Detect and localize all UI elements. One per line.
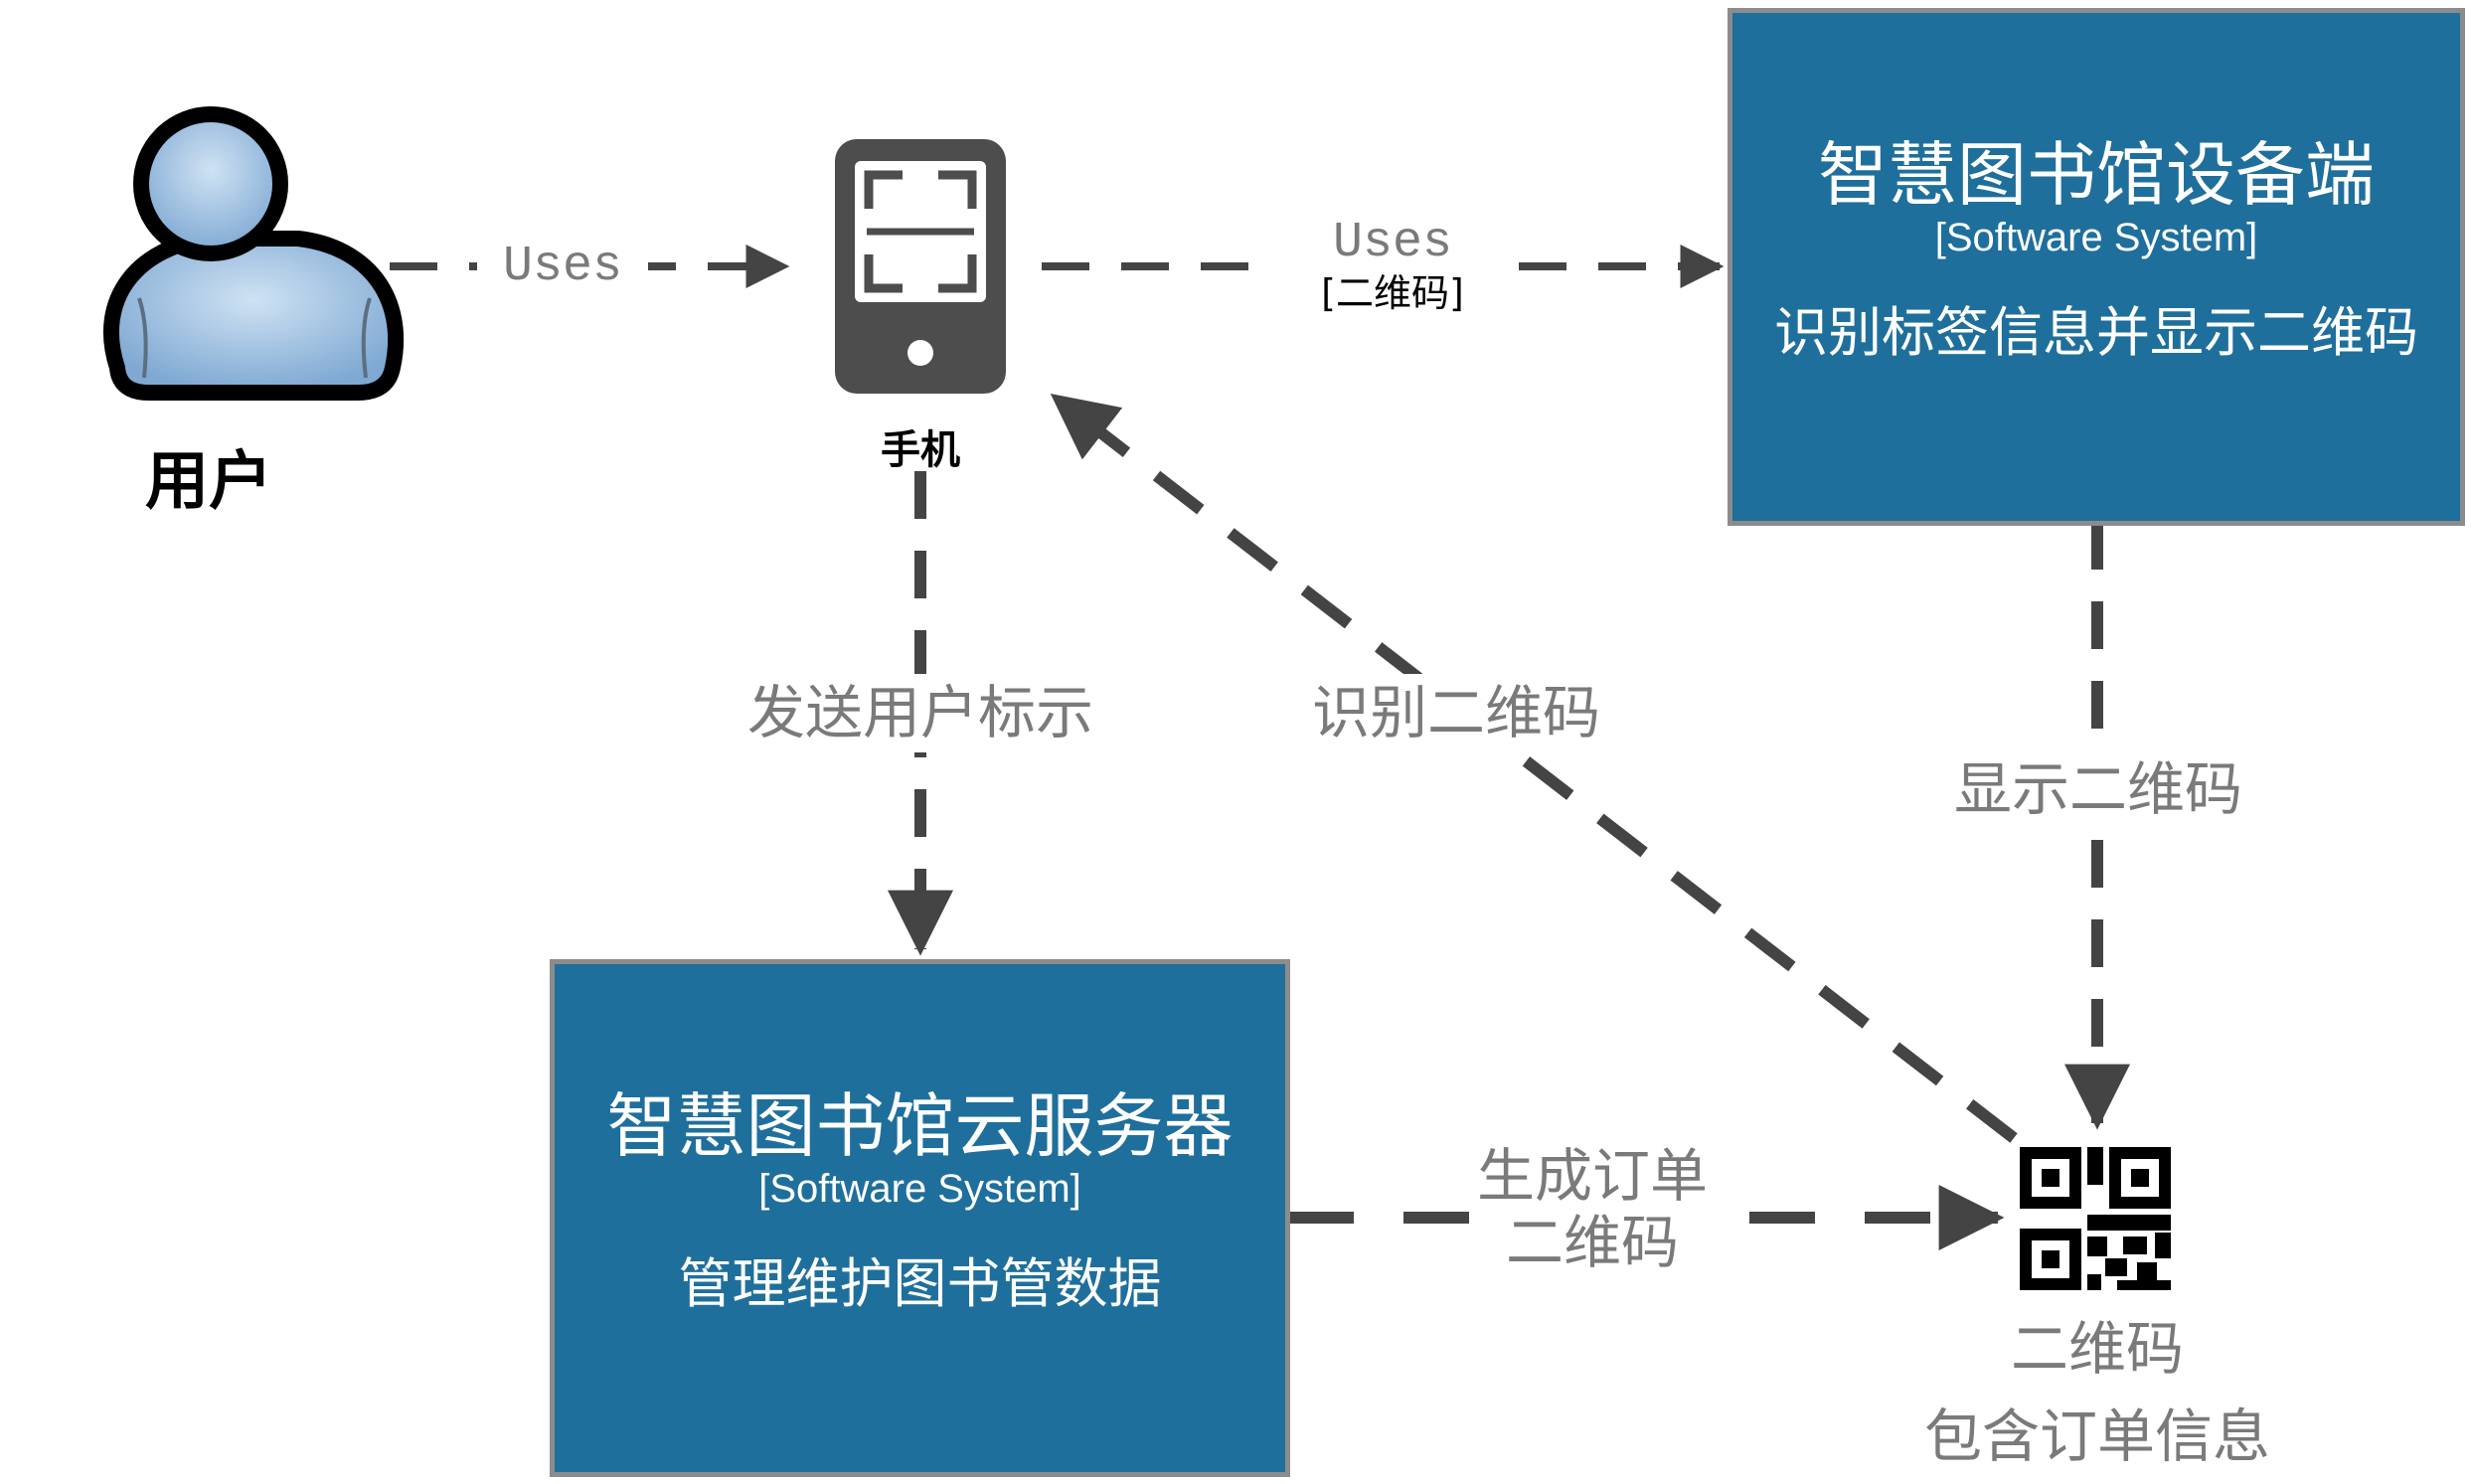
edge-qr-phone xyxy=(1050,393,2018,1143)
edge-device-qr-label: 显示二维码 xyxy=(1954,750,2242,829)
device-title: 智慧图书馆设备端 xyxy=(1818,134,2375,216)
server-system-box[interactable]: 智慧图书馆云服务器 [Software System] 管理维护图书管数据 xyxy=(550,959,1290,1477)
edge-qr-phone-label: 识别二维码 xyxy=(1312,674,1600,752)
phone-icon xyxy=(835,139,1006,394)
edge-server-qr-line2: 二维码 xyxy=(1505,1208,1679,1276)
server-title: 智慧图书馆云服务器 xyxy=(606,1085,1234,1167)
user-label: 用户 xyxy=(145,445,272,519)
qr-code-icon xyxy=(2014,1143,2181,1292)
edge-server-qr-label: 生成订单 二维码 xyxy=(1471,1142,1714,1276)
server-description: 管理维护图书管数据 xyxy=(678,1252,1162,1315)
edge-phone-device-label: Uses [二维码] xyxy=(1272,215,1513,316)
device-type: [Software System] xyxy=(1934,216,2258,259)
server-type: [Software System] xyxy=(758,1167,1081,1211)
phone-label: 手机 xyxy=(881,427,960,473)
edge-phone-device-name: Uses xyxy=(1332,215,1453,271)
edge-user-phone-label: Uses xyxy=(477,239,648,296)
person-icon xyxy=(103,106,405,401)
qrcode-label: 二维码 xyxy=(2010,1315,2184,1383)
qrcode-description: 包含订单信息 xyxy=(1923,1402,2270,1470)
edge-phone-server-label: 发送用户标示 xyxy=(745,674,1095,752)
device-description: 识别标签信息并显示二维码 xyxy=(1774,301,2418,364)
edge-phone-device-technology: [二维码] xyxy=(1321,270,1464,315)
device-system-box[interactable]: 智慧图书馆设备端 [Software System] 识别标签信息并显示二维码 xyxy=(1728,8,2465,526)
edge-server-qr-line1: 生成订单 xyxy=(1476,1142,1708,1210)
